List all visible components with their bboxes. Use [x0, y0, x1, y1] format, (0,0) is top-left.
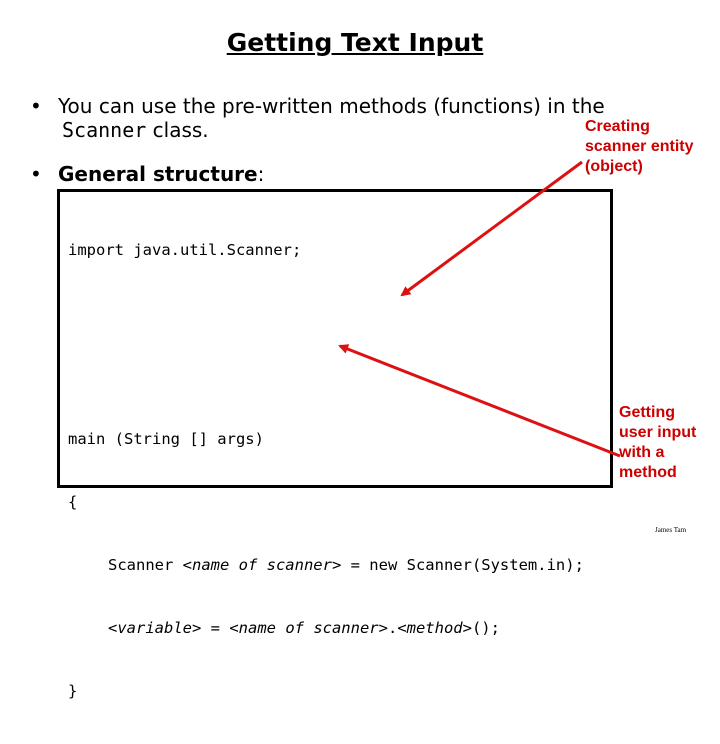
bullet-structure-suffix: : — [257, 162, 265, 186]
annotation-line: with a — [619, 444, 665, 461]
slide-title: Getting Text Input — [226, 28, 484, 57]
bullet-dot: • — [30, 162, 42, 186]
code-token: = new Scanner(System.in); — [341, 556, 584, 574]
annotation-line: user input — [619, 424, 697, 441]
bullet-structure: • General structure: — [30, 162, 264, 186]
code-line-import: import java.util.Scanner; — [68, 241, 302, 259]
code-placeholder: <variable> — [108, 619, 202, 637]
annotation-creating: Creating scanner entity (object) — [585, 117, 715, 177]
code-token: Scanner — [108, 556, 183, 574]
arrow-to-scanner-declaration — [400, 160, 583, 297]
annotation-arrows — [338, 160, 621, 458]
scanner-class-name: Scanner — [62, 118, 147, 142]
annotation-getting: Getting user input with a method — [619, 403, 714, 483]
code-line-read-input: <variable> = <name of scanner>.<method>(… — [68, 618, 584, 639]
code-line-open-brace: { — [68, 493, 78, 511]
code-token: (); — [471, 619, 500, 637]
code-line-close-brace: } — [68, 682, 78, 700]
bullet-structure-label: General structure — [58, 162, 258, 186]
code-placeholder: <name of scanner> — [182, 556, 342, 574]
code-placeholder: <name of scanner> — [229, 619, 388, 637]
footer-author: James Tam — [655, 526, 687, 534]
code-token: . — [387, 619, 398, 637]
annotation-line: Getting — [619, 404, 675, 421]
annotation-line: Creating — [585, 118, 650, 135]
bullet-methods-line2: Scanner class. — [30, 118, 630, 142]
bullet-methods-line2-rest: class. — [146, 118, 209, 142]
code-line-create-scanner: Scanner <name of scanner> = new Scanner(… — [68, 555, 584, 576]
code-placeholder: <method> — [397, 619, 472, 637]
arrow-to-method-call — [338, 344, 621, 458]
annotation-line: scanner entity — [585, 138, 694, 155]
bullet-methods-line1: You can use the pre-written methods (fun… — [58, 94, 605, 118]
code-token: = — [201, 619, 230, 637]
annotation-line: method — [619, 464, 677, 481]
code-line-main: main (String [] args) — [68, 430, 264, 448]
bullet-dot: • — [30, 94, 42, 118]
annotation-line: (object) — [585, 158, 643, 175]
bullet-methods: • You can use the pre-written methods (fu… — [30, 94, 630, 142]
